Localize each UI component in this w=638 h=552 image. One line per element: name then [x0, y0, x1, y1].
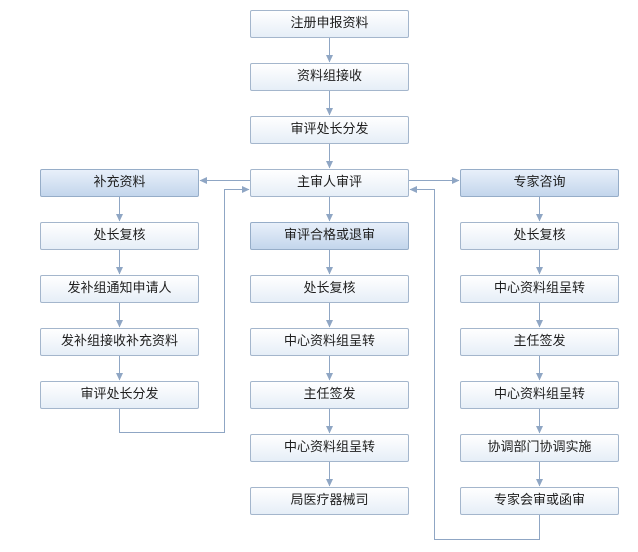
loop-right-back	[409, 186, 540, 540]
node-lead-reviewer: 主审人审评	[250, 169, 409, 197]
node-notify-applicant: 发补组通知申请人	[40, 275, 199, 303]
node-coordinate-implementation: 协调部门协调实施	[460, 434, 619, 462]
node-director-sign: 主任签发	[250, 381, 409, 409]
node-right-center-forward-2: 中心资料组呈转	[460, 381, 619, 409]
node-center-forward-1: 中心资料组呈转	[250, 328, 409, 356]
node-right-center-forward-1: 中心资料组呈转	[460, 275, 619, 303]
node-left-chief-recheck: 处长复核	[40, 222, 199, 250]
node-register-submission: 注册申报资料	[250, 10, 409, 38]
node-chief-recheck: 处长复核	[250, 275, 409, 303]
node-center-forward-2: 中心资料组呈转	[250, 434, 409, 462]
node-expert-joint-review: 专家会审或函审	[460, 487, 619, 515]
node-right-director-sign: 主任签发	[460, 328, 619, 356]
node-left-chief-dispatch: 审评处长分发	[40, 381, 199, 409]
node-pass-or-reject: 审评合格或退审	[250, 222, 409, 250]
node-receive-supplement: 发补组接收补充资料	[40, 328, 199, 356]
node-supplement-materials: 补充资料	[40, 169, 199, 197]
loop-left-back	[119, 186, 250, 433]
node-expert-consultation: 专家咨询	[460, 169, 619, 197]
node-right-chief-recheck: 处长复核	[460, 222, 619, 250]
node-review-chief-dispatch: 审评处长分发	[250, 116, 409, 144]
node-medical-device-dept: 局医疗器械司	[250, 487, 409, 515]
node-materials-receipt: 资料组接收	[250, 63, 409, 91]
